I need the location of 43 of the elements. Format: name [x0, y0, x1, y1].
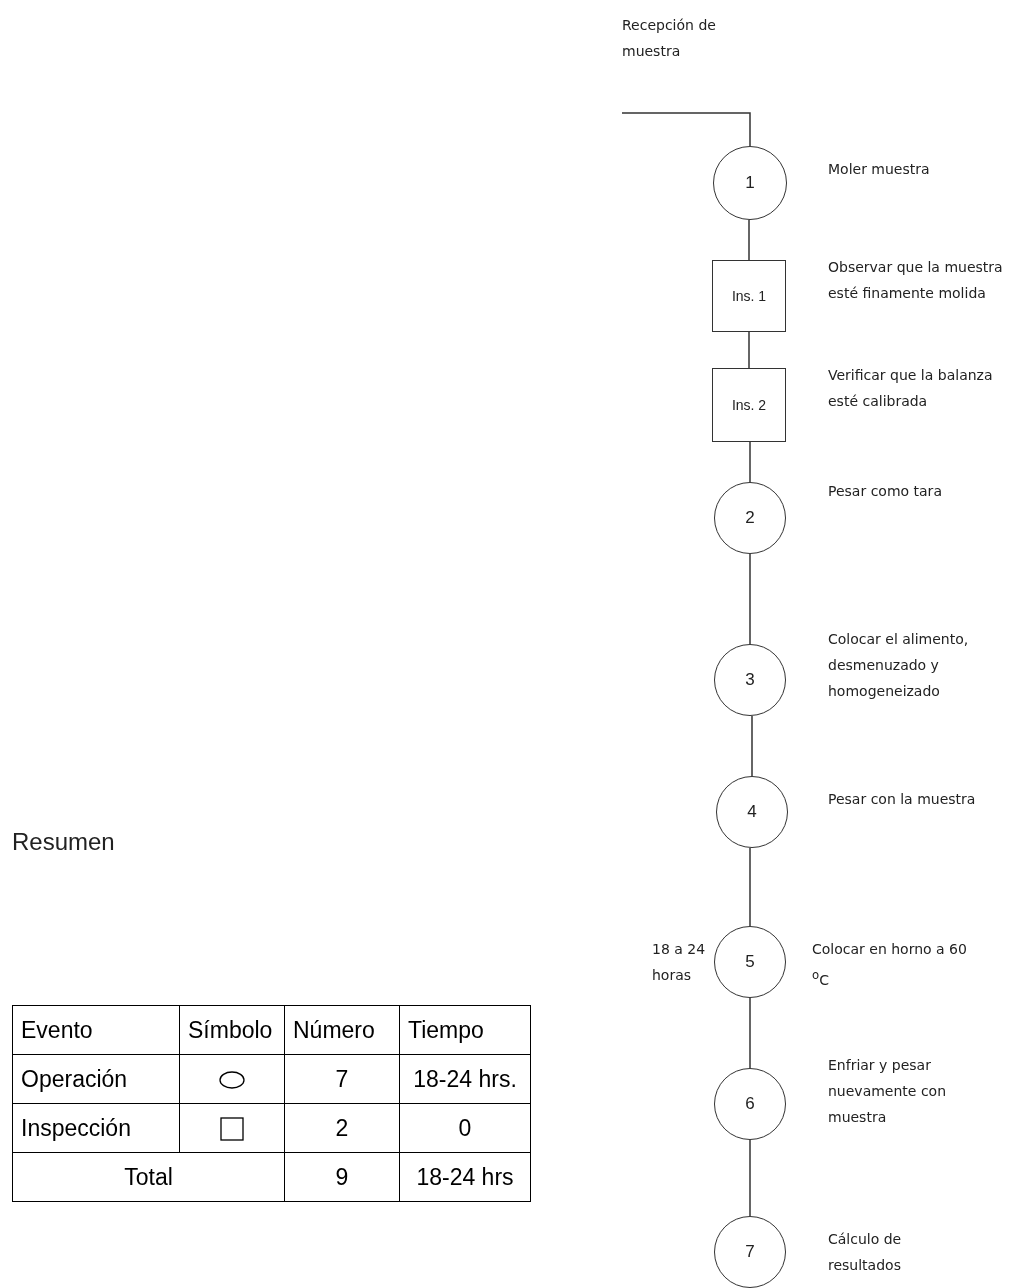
operation-circle: 4	[716, 776, 788, 848]
summary-heading: Resumen	[12, 828, 115, 856]
table-cell: Símbolo	[179, 1005, 285, 1055]
connector-line	[748, 331, 750, 369]
inspection-square: Ins. 2	[712, 368, 786, 442]
inspection-square: Ins. 1	[712, 260, 786, 332]
connector-line	[749, 1139, 751, 1217]
step-description: Pesar como tara	[828, 482, 943, 501]
step-description: Colocar en horno a 60 $^{o}$C	[812, 940, 968, 990]
table-cell: 9	[284, 1152, 400, 1202]
connector-line	[748, 219, 750, 261]
connector-line	[749, 441, 751, 483]
table-cell: Total	[12, 1152, 285, 1202]
step-description: Cálculo de resultados	[828, 1230, 903, 1275]
connector-line	[751, 715, 753, 777]
table-cell: 2	[284, 1103, 400, 1153]
table-cell: Evento	[12, 1005, 180, 1055]
connector-line	[749, 997, 751, 1069]
operation-circle: 7	[714, 1216, 786, 1288]
step-description: Observar que la muestra esté finamente molida	[828, 258, 1004, 303]
connector-line	[621, 112, 751, 147]
table-cell: 7	[284, 1054, 400, 1104]
operation-circle: 2	[714, 482, 786, 554]
table-cell: 18-24 hrs	[399, 1152, 531, 1202]
connector-line	[749, 847, 751, 927]
start-label: Recepción de muestra	[622, 16, 717, 61]
table-cell: 18-24 hrs.	[399, 1054, 531, 1104]
step-description: Moler muestra	[828, 160, 931, 179]
duration-note: 18 a 24 horas	[652, 940, 707, 985]
connector-line	[749, 553, 751, 645]
table-cell: Tiempo	[399, 1005, 531, 1055]
table-cell: Inspección	[12, 1103, 180, 1153]
operation-circle: 1	[713, 146, 787, 220]
step-description: Colocar el alimento, desmenuzado y homogeneizado	[828, 630, 970, 701]
table-cell: Operación	[12, 1054, 180, 1104]
operation-circle: 3	[714, 644, 786, 716]
operation-circle: 5	[714, 926, 786, 998]
table-cell: 0	[399, 1103, 531, 1153]
step-description: Pesar con la muestra	[828, 790, 977, 809]
step-description: Enfriar y pesar nuevamente con muestra	[828, 1056, 948, 1127]
table-cell: Número	[284, 1005, 400, 1055]
operation-circle: 6	[714, 1068, 786, 1140]
step-description: Verificar que la balanza esté calibrada	[828, 366, 994, 411]
